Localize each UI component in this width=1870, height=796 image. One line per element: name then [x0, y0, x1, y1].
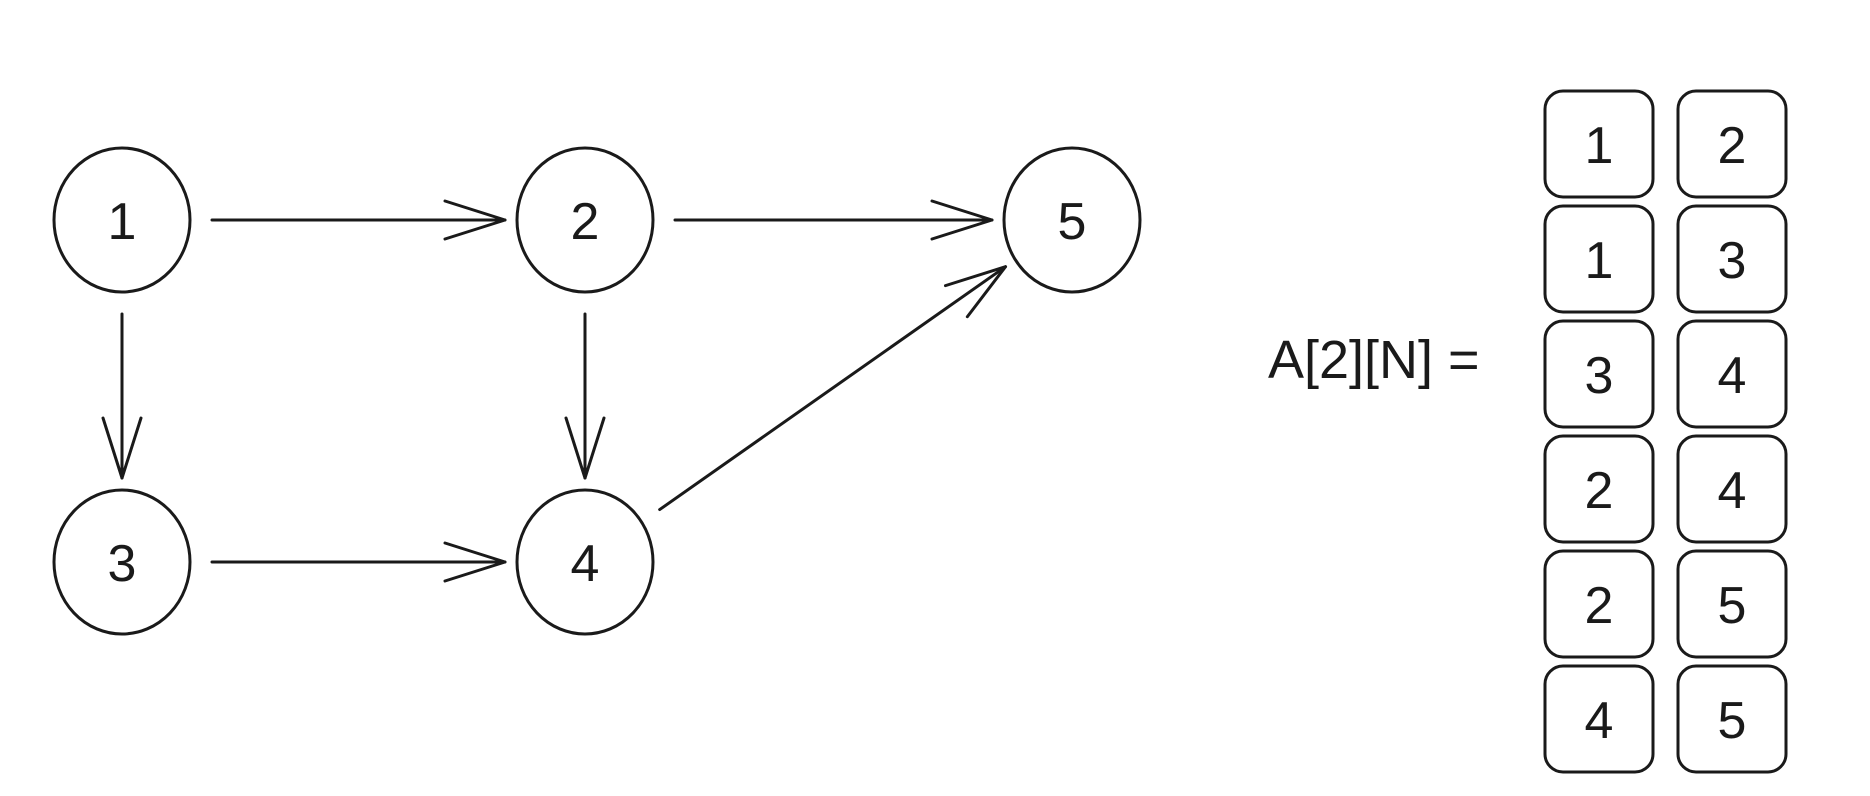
node-label: 5	[1058, 193, 1087, 251]
graph-node-2: 2	[515, 146, 655, 294]
edge-3-4	[210, 541, 507, 583]
array-cell-value: 5	[1718, 577, 1747, 635]
node-label: 1	[108, 193, 137, 251]
edge-2-4	[564, 312, 606, 480]
array-cell: 1	[1543, 89, 1655, 199]
edge-1-2	[210, 199, 507, 241]
array-cell: 5	[1676, 549, 1788, 659]
edge-1-3	[101, 312, 143, 480]
array-cell: 4	[1676, 319, 1788, 429]
array-cell: 2	[1543, 549, 1655, 659]
graph-node-3: 3	[52, 488, 192, 636]
array-cell-value: 3	[1585, 347, 1614, 405]
array-cell-value: 4	[1718, 462, 1747, 520]
node-label: 4	[571, 535, 600, 593]
array-cell-value: 2	[1718, 117, 1747, 175]
array-cell-value: 1	[1585, 117, 1614, 175]
array-cell: 2	[1676, 89, 1788, 199]
array-label: A[2][N] =	[1268, 330, 1480, 390]
array-cell-value: 4	[1585, 692, 1614, 750]
array-cell: 5	[1676, 664, 1788, 774]
array-cell: 1	[1543, 204, 1655, 314]
array-cell-value: 2	[1585, 577, 1614, 635]
graph-node-5: 5	[1002, 146, 1142, 294]
array-cell: 2	[1543, 434, 1655, 544]
array-cell-value: 4	[1718, 347, 1747, 405]
array-cell: 4	[1676, 434, 1788, 544]
node-label: 2	[571, 193, 600, 251]
array-cell-value: 1	[1585, 232, 1614, 290]
array-cell: 3	[1543, 319, 1655, 429]
array-cell-value: 5	[1718, 692, 1747, 750]
graph-node-1: 1	[52, 146, 192, 294]
node-label: 3	[108, 535, 137, 593]
array-cell: 3	[1676, 204, 1788, 314]
array-cell-value: 3	[1718, 232, 1747, 290]
edge-4-5	[658, 265, 1008, 512]
graph-node-4: 4	[515, 488, 655, 636]
edges-layer	[101, 199, 1008, 583]
nodes-layer: 1 2 3 4 5	[52, 146, 1142, 636]
edge-2-5	[673, 199, 994, 241]
array-cell-value: 2	[1585, 462, 1614, 520]
array-cell: 4	[1543, 664, 1655, 774]
